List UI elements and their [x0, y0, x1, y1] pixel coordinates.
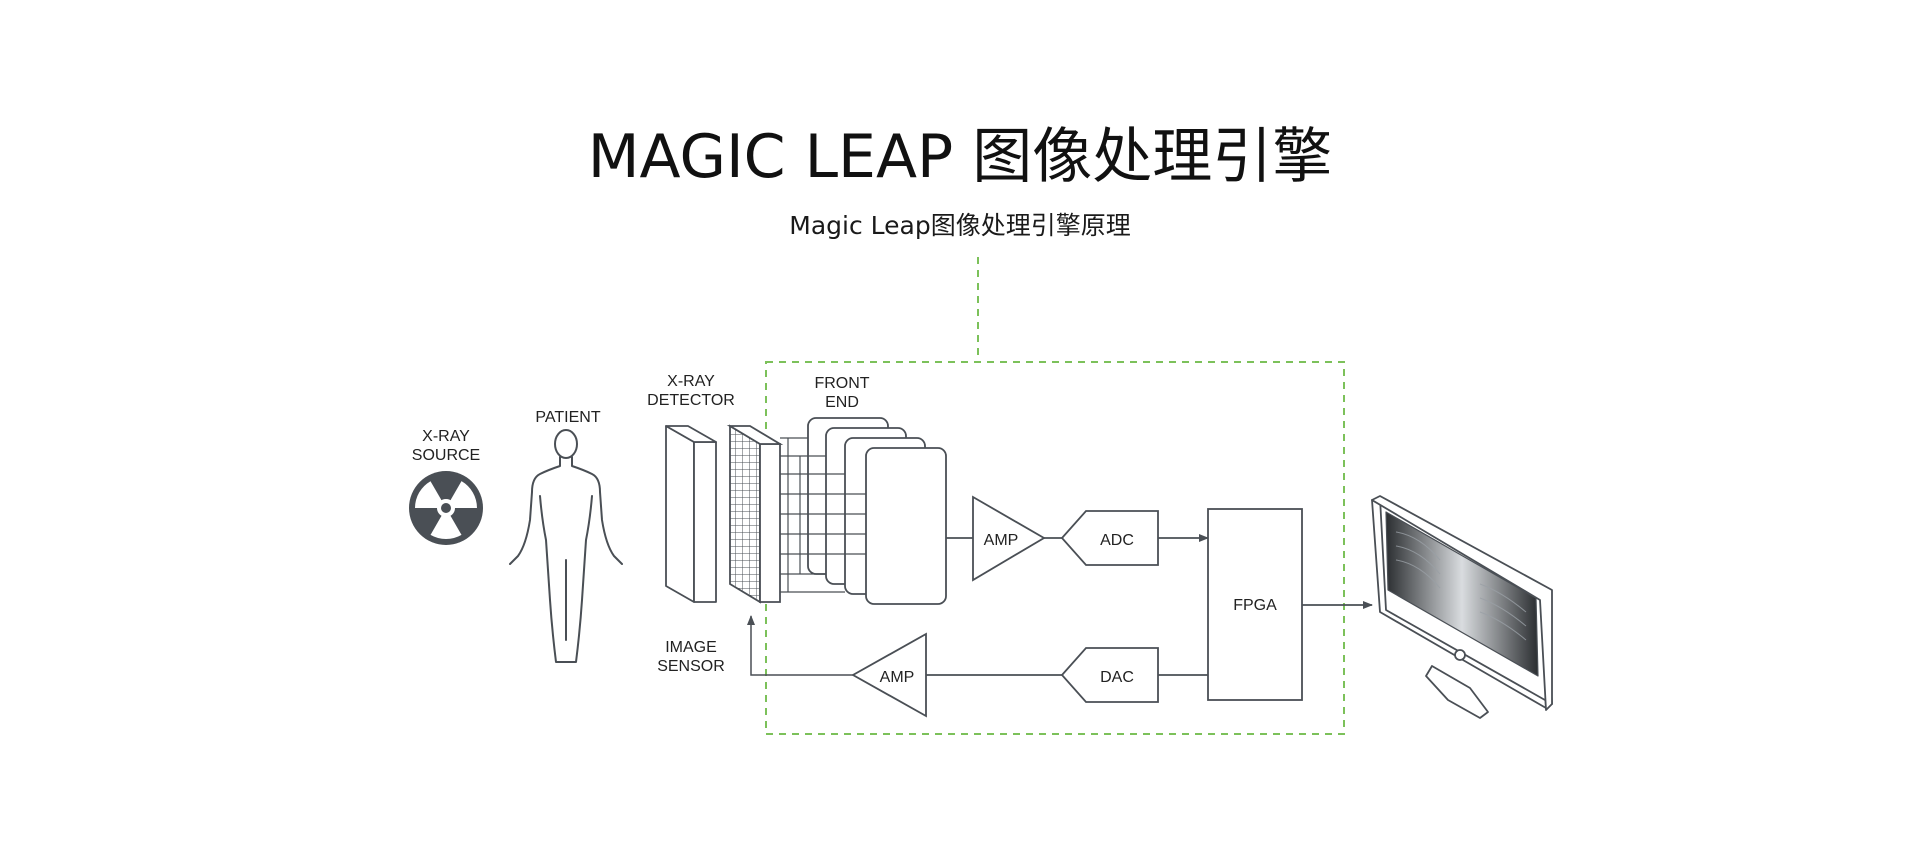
adc-label: ADC — [1100, 532, 1134, 549]
amp-to-sensor-feedback-wire — [747, 615, 853, 676]
amp-bottom-label: AMP — [880, 669, 915, 686]
front-end-label-line2: END — [825, 394, 859, 411]
page-subtitle: Magic Leap图像处理引擎原理 — [789, 211, 1131, 240]
dac-block — [1060, 647, 1159, 703]
patient-figure-icon — [509, 429, 623, 663]
amp-top-label: AMP — [984, 532, 1019, 549]
image-sensor-grid — [726, 424, 784, 604]
xray-source-label-line2: SOURCE — [412, 447, 480, 464]
dac-label: DAC — [1100, 669, 1134, 686]
radiation-icon — [409, 471, 483, 545]
front-end-label-line1: FRONT — [814, 375, 869, 392]
xray-detector-label-line2: DETECTOR — [647, 392, 735, 409]
patient-label: PATIENT — [535, 409, 600, 426]
sensor-to-front-end-wires — [780, 437, 866, 593]
front-end-cards — [807, 417, 947, 605]
xray-image-ribs — [1395, 531, 1527, 641]
dashed-processing-box — [765, 361, 1345, 735]
fpga-block — [1207, 508, 1303, 701]
image-sensor-label-line1: IMAGE — [665, 639, 717, 656]
amp-top-triangle — [972, 495, 1046, 582]
xray-detector-label-line1: X-RAY — [667, 373, 715, 390]
image-sensor-label-line2: SENSOR — [657, 658, 725, 675]
xray-beams — [484, 476, 686, 528]
page-title: MAGIC LEAP 图像处理引擎 — [587, 122, 1333, 192]
monitor-icon — [1371, 495, 1553, 719]
xray-source-label-line1: X-RAY — [422, 428, 470, 445]
fpga-label: FPGA — [1233, 597, 1277, 614]
amp-bottom-triangle — [851, 632, 927, 718]
xray-detector-panel — [665, 425, 717, 603]
